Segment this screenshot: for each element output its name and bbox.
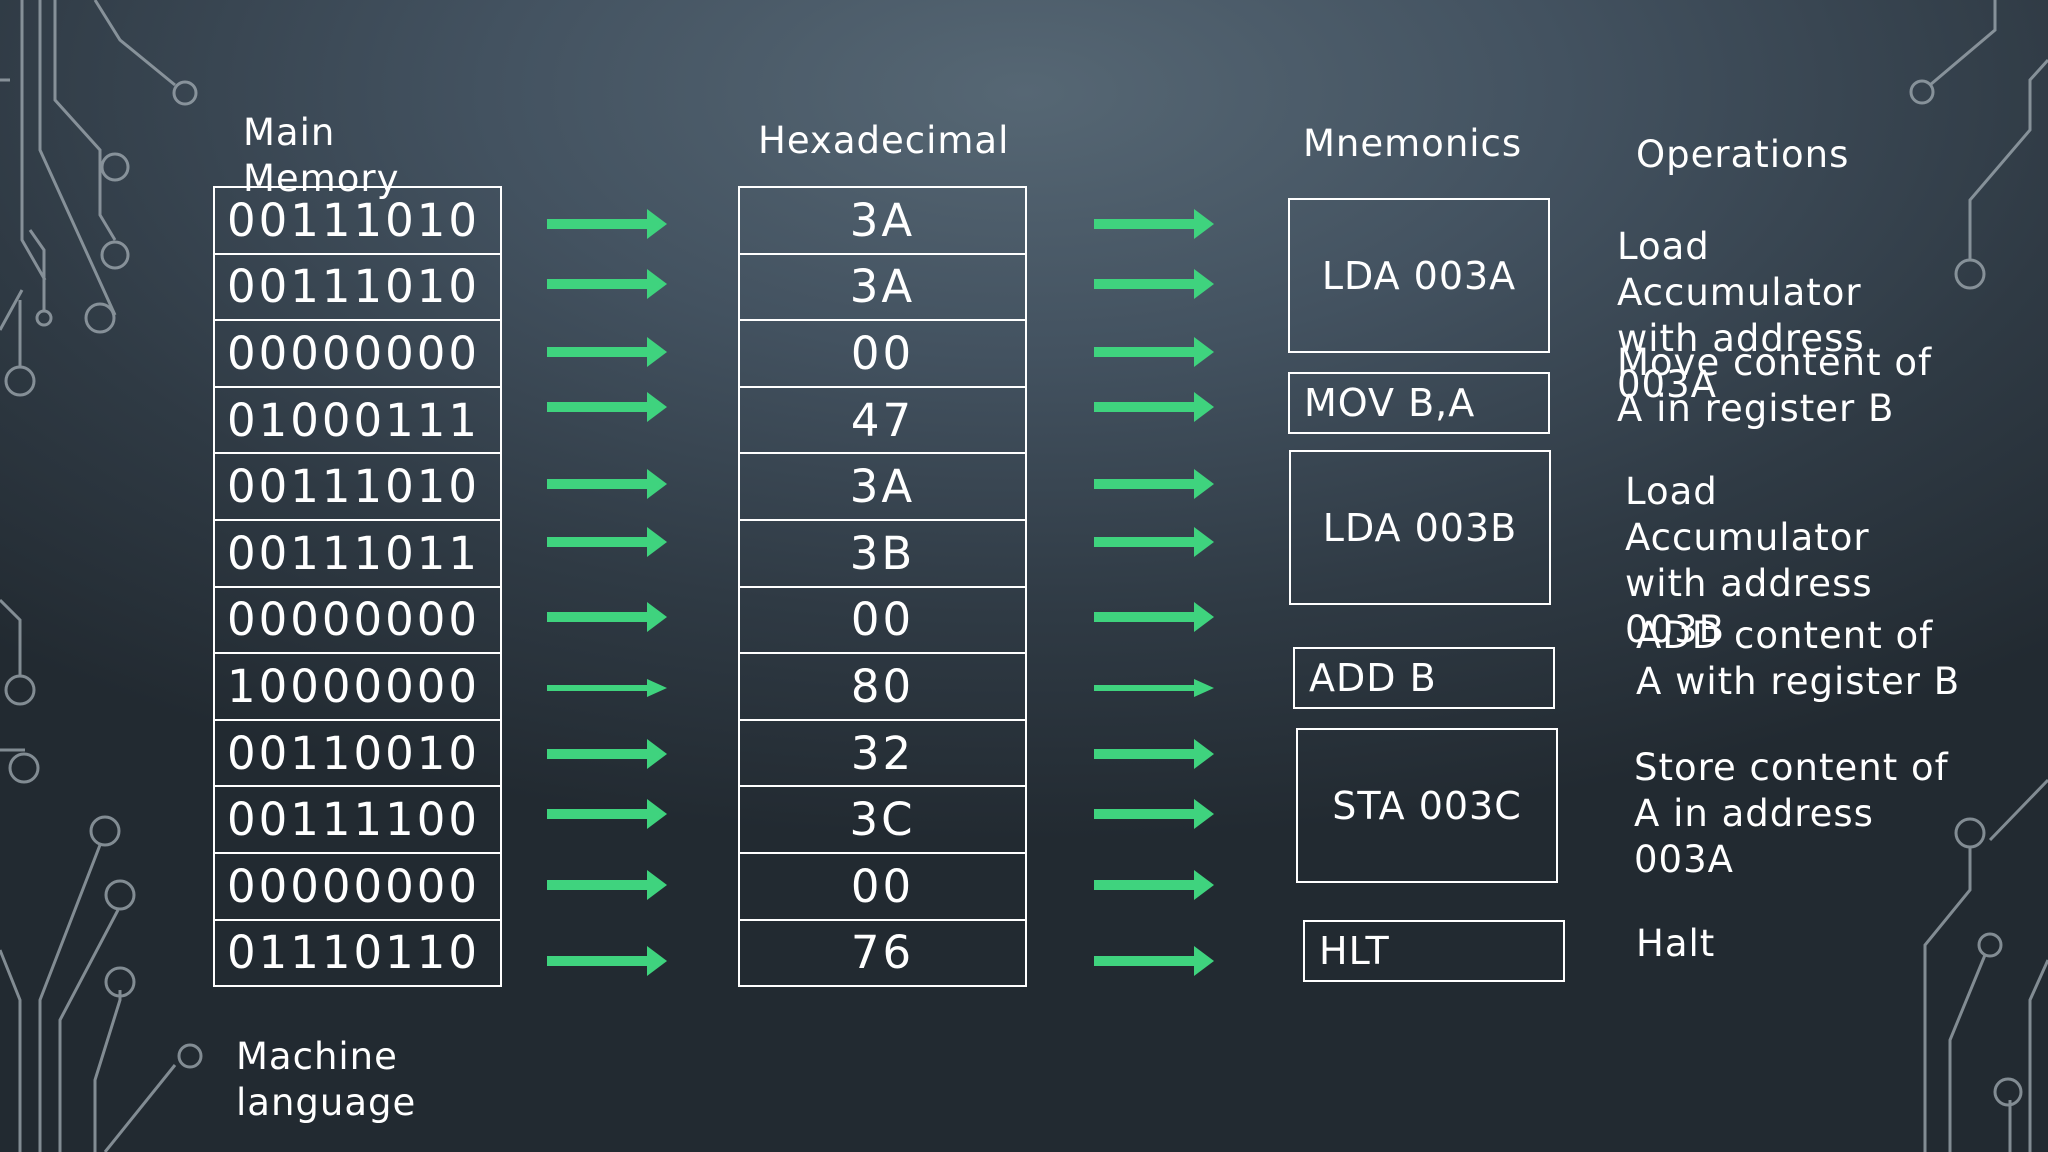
arrow-binary-to-hex-head bbox=[647, 209, 667, 239]
arrow-binary-to-hex-head bbox=[647, 469, 667, 499]
arrow-hex-to-mnemonic-head bbox=[1194, 946, 1214, 976]
operation-load-003b: Load Accumulator with address 003B bbox=[1625, 470, 1873, 651]
arrow-hex-to-mnemonic-head bbox=[1194, 799, 1214, 829]
header-hexadecimal: Hexadecimal bbox=[758, 119, 1010, 162]
arrow-hex-to-mnemonic-head bbox=[1194, 527, 1214, 557]
binary-cell: 00000000 bbox=[215, 319, 500, 386]
arrow-binary-to-hex-head bbox=[647, 337, 667, 367]
arrow-binary-to-hex-head bbox=[647, 946, 667, 976]
operation-add-b: ADD content of A with register B bbox=[1636, 614, 1961, 703]
binary-cell: 00111010 bbox=[215, 452, 500, 519]
arrow-hex-to-mnemonic-head bbox=[1194, 602, 1214, 632]
operation-halt: Halt bbox=[1636, 922, 1716, 965]
hex-cell: 3B bbox=[740, 518, 1025, 586]
hex-cell: 00 bbox=[740, 319, 1025, 386]
arrow-binary-to-hex-head bbox=[647, 269, 667, 299]
header-main-memory: Main Memory bbox=[243, 111, 400, 200]
arrow-binary-to-hex-head bbox=[647, 739, 667, 769]
arrow-hex-to-mnemonic-head bbox=[1194, 392, 1214, 422]
hex-cell: 00 bbox=[740, 851, 1025, 919]
operation-store-003c: Store content of A in address 003A bbox=[1634, 746, 1949, 881]
binary-cell: 10000000 bbox=[215, 652, 500, 719]
hex-cell: 3A bbox=[740, 252, 1025, 320]
arrow-binary-to-hex-head bbox=[647, 870, 667, 900]
binary-cell: 00000000 bbox=[215, 585, 500, 653]
header-mnemonics: Mnemonics bbox=[1303, 122, 1523, 165]
binary-cell: 00111010 bbox=[215, 252, 500, 320]
mnemonic-box-lda-003b: LDA 003B bbox=[1289, 450, 1551, 605]
arrow-hex-to-mnemonic-head bbox=[1194, 209, 1214, 239]
hex-cell: 3A bbox=[740, 186, 1025, 253]
binary-cell: 01110110 bbox=[215, 918, 500, 986]
arrow-hex-to-mnemonic-head bbox=[1194, 469, 1214, 499]
operation-move-b: Move content of A in register B bbox=[1617, 341, 1933, 430]
binary-cell: 01000111 bbox=[215, 385, 500, 453]
binary-cell: 00110010 bbox=[215, 718, 500, 786]
hex-cell: 76 bbox=[740, 918, 1025, 986]
arrow-binary-to-hex-head bbox=[647, 527, 667, 557]
arrow-hex-to-mnemonic-head bbox=[1194, 679, 1214, 697]
arrow-binary-to-hex-head bbox=[647, 679, 667, 697]
mnemonic-box-mov-b-a: MOV B,A bbox=[1288, 372, 1550, 434]
arrow-hex-to-mnemonic-head bbox=[1194, 870, 1214, 900]
hex-cell: 80 bbox=[740, 652, 1025, 719]
hex-cell: 3A bbox=[740, 452, 1025, 519]
arrow-binary-to-hex-head bbox=[647, 602, 667, 632]
binary-column: 00111010 00111010 00000000 01000111 0011… bbox=[213, 186, 502, 988]
mnemonic-box-hlt: HLT bbox=[1303, 920, 1565, 982]
arrow-binary-to-hex-head bbox=[647, 392, 667, 422]
hex-column: 3A 3A 00 47 3A 3B 00 80 32 3C 00 76 bbox=[738, 186, 1027, 988]
binary-cell: 00111100 bbox=[215, 785, 500, 852]
hex-cell: 3C bbox=[740, 785, 1025, 852]
mnemonic-box-lda-003a: LDA 003A bbox=[1288, 198, 1550, 353]
arrow-hex-to-mnemonic-head bbox=[1194, 269, 1214, 299]
hex-cell: 32 bbox=[740, 718, 1025, 786]
binary-cell: 00111010 bbox=[215, 186, 500, 253]
arrow-hex-to-mnemonic-head bbox=[1194, 337, 1214, 367]
operation-load-003a: Load Accumulator with address 003A bbox=[1617, 225, 1865, 406]
hex-cell: 47 bbox=[740, 385, 1025, 453]
arrow-hex-to-mnemonic-head bbox=[1194, 739, 1214, 769]
mnemonic-box-add-b: ADD B bbox=[1293, 647, 1555, 709]
binary-cell: 00000000 bbox=[215, 851, 500, 919]
machine-language-label: Machine language bbox=[236, 1035, 417, 1124]
mnemonic-box-sta-003c: STA 003C bbox=[1296, 728, 1558, 883]
binary-cell: 00111011 bbox=[215, 518, 500, 586]
hex-cell: 00 bbox=[740, 585, 1025, 653]
arrow-binary-to-hex-head bbox=[647, 799, 667, 829]
header-operations: Operations bbox=[1636, 133, 1850, 176]
